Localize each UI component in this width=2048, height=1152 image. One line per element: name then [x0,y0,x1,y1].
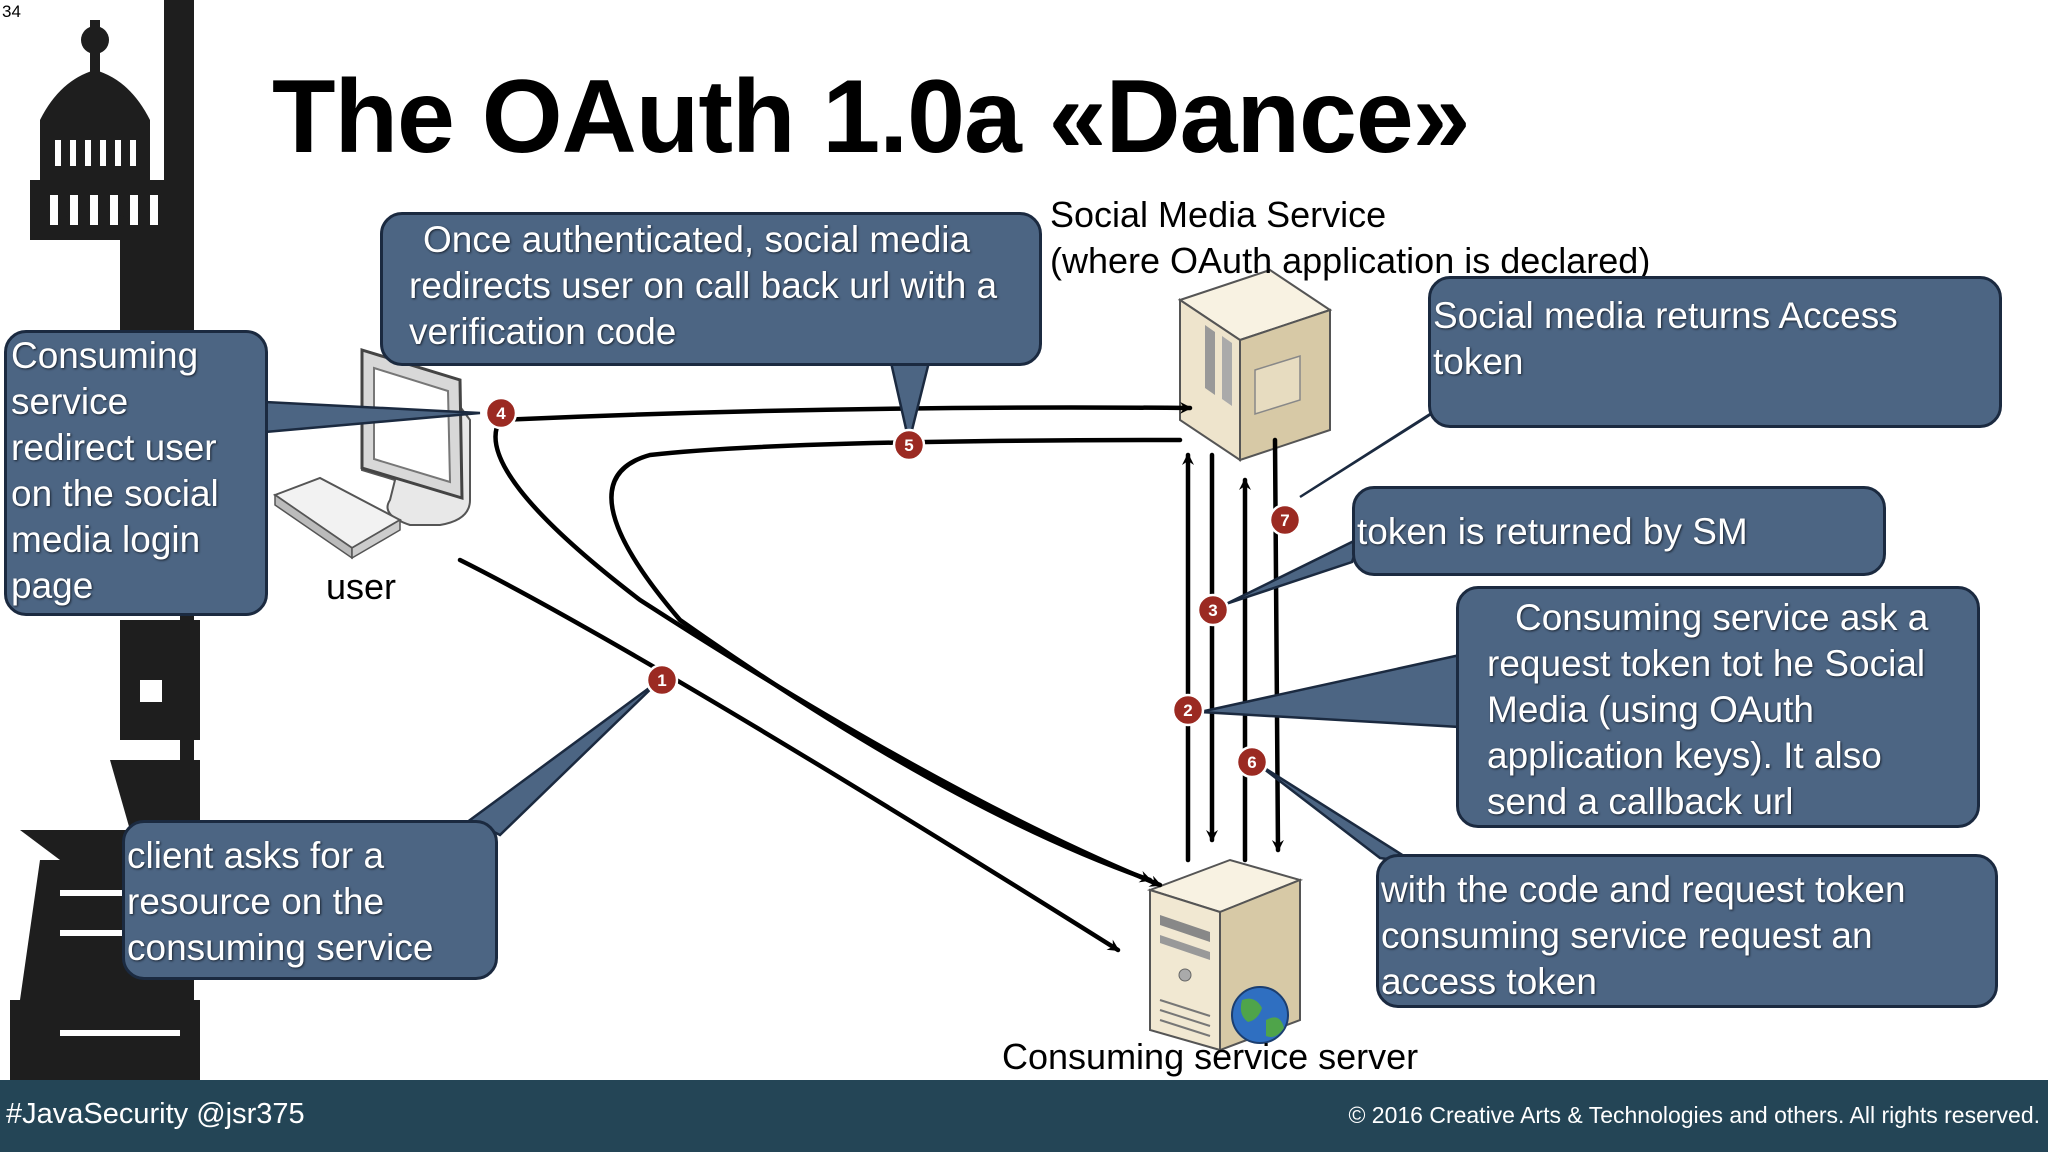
social-media-service-title: Social Media Service [1050,194,1387,235]
step-marker-4: 4 [484,396,518,430]
flow-arrows [457,401,1284,953]
callout-redirect-login: Consuming service redirect user on the s… [4,330,268,616]
callout-client-asks: client asks for a resource on the consum… [122,820,498,980]
svg-text:4: 4 [496,404,506,423]
svg-text:2: 2 [1183,701,1192,720]
social-media-service-subtitle: (where OAuth application is declared) [1050,240,1651,281]
callout-request-token: Consuming service ask a request token to… [1456,586,1980,828]
callout-line: page [11,565,94,606]
callout-line: Consuming [11,335,199,376]
callout-with-code: with the code and request token consumin… [1376,854,1998,1008]
callout-line: resource on the [127,881,385,922]
consuming-server-label: Consuming service server [1002,1036,1419,1077]
svg-text:6: 6 [1247,753,1256,772]
footer-copyright: © 2016 Creative Arts & Technologies and … [1348,1102,2040,1128]
arrow-step-5 [609,437,1183,883]
callout-line: access token [1381,961,1597,1002]
callout-authenticated-redirect: Once authenticated, social media redirec… [380,212,1042,366]
callout-line: verification code [409,311,677,352]
callout-line: consuming service [127,927,434,968]
step-marker-3: 3 [1196,593,1230,627]
arrow-step-7 [1271,437,1284,853]
arrow-step-1 [457,557,1121,953]
callout-line: request token tot he Social [1487,643,1926,684]
globe-icon [1231,986,1289,1044]
social-media-service-label: Social Media Service (where OAuth applic… [1050,192,1650,284]
callout-line: redirects user on call back url with a [409,265,998,306]
oauth-dance-diagram: 1 2 3 4 5 6 7 [263,268,1462,1052]
arrow-step-4-loop [493,417,1163,888]
callout-line: redirect user [11,427,217,468]
callout-line: Consuming service ask a [1515,597,1929,638]
svg-text:5: 5 [904,436,913,455]
step-marker-2: 2 [1171,693,1205,727]
social-media-server-icon [1177,268,1333,462]
step-marker-7: 7 [1268,503,1302,537]
slide-number: 34 [2,2,21,21]
footer-bar: #JavaSecurity @jsr375 © 2016 Creative Ar… [0,1080,2048,1152]
callout-line: application keys). It also [1487,735,1882,776]
callout-line: token [1433,341,1524,382]
callout-line: with the code and request token [1381,869,1906,910]
callout-line: media login [11,519,201,560]
user-computer-icon [272,347,471,560]
svg-text:7: 7 [1280,511,1289,530]
callout-line: on the social [11,473,219,514]
svg-text:1: 1 [657,671,666,690]
callout-access-token: Social media returns Access token [1428,276,2002,428]
callout-line: consuming service request an [1381,915,1873,956]
callout-line: service [11,381,129,422]
step-marker-1: 1 [645,663,679,697]
slide-title: The OAuth 1.0a «Dance» [272,59,1471,175]
step-marker-6: 6 [1235,745,1269,779]
step-markers: 1 2 3 4 5 6 7 [484,396,1302,779]
callout-line: Social media returns Access [1433,295,1898,336]
callout-line: Media (using OAuth [1487,689,1815,730]
user-label: user [326,566,397,607]
svg-text:3: 3 [1208,601,1217,620]
footer-hashtag: #JavaSecurity @jsr375 [6,1098,305,1130]
callout-token-returned: token is returned by SM [1352,486,1886,576]
step-marker-5: 5 [892,428,926,462]
callout-line: client asks for a [127,835,385,876]
callout-line: Once authenticated, social media [423,219,971,260]
callout-line: token is returned by SM [1357,511,1748,552]
arrow-step-4 [497,401,1193,423]
callout-line: send a callback url [1487,781,1794,822]
